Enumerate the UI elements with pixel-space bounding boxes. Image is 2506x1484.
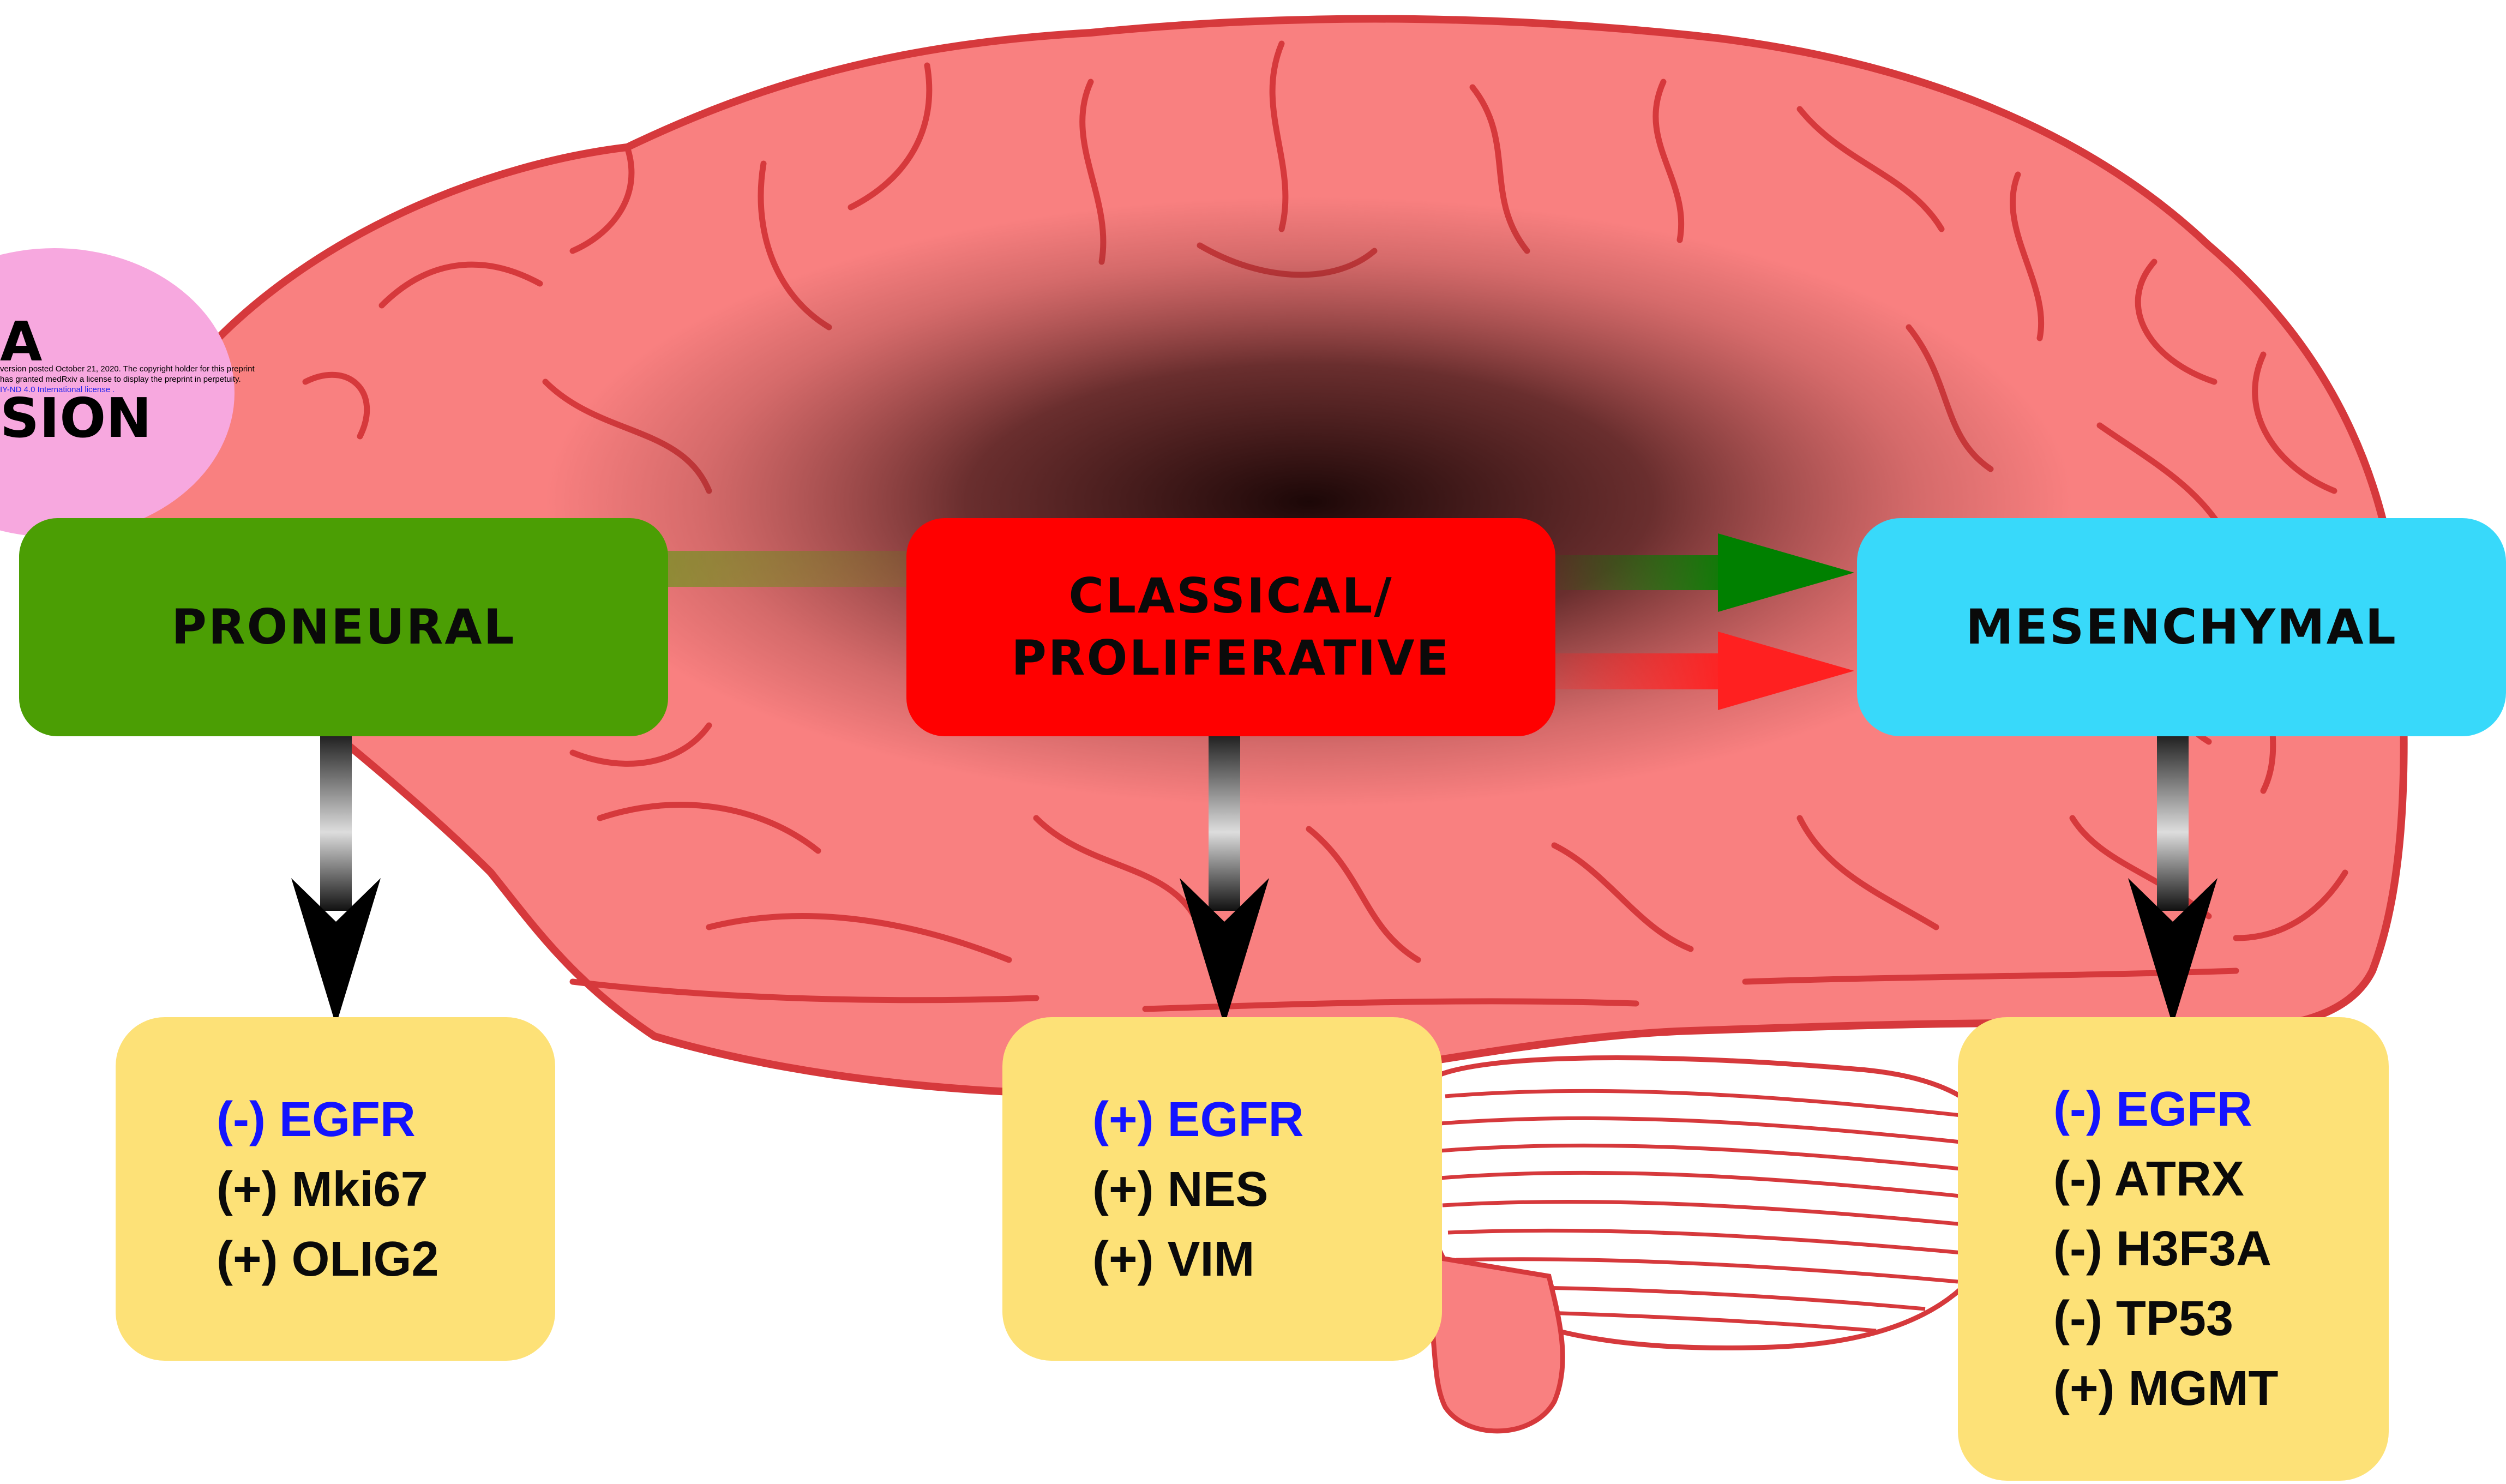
mesenchymal-box: MESENCHYMAL — [1857, 518, 2506, 736]
proneural-box: PRONEURAL — [19, 518, 668, 736]
marker-line: (+) EGFR — [1092, 1085, 1442, 1155]
oval-title-line2: SION — [0, 386, 152, 450]
marker-line: (+) OLIG2 — [217, 1224, 555, 1294]
mesenchymal-markers-box: (-) EGFR (-) ATRX (-) H3F3A (-) TP53 (+)… — [1958, 1017, 2389, 1481]
marker-line: (-) H3F3A — [2053, 1214, 2389, 1284]
oval-notice-line2: has granted medRxiv a license to display… — [0, 374, 241, 384]
classical-markers-box: (+) EGFR (+) NES (+) VIM — [1002, 1017, 1442, 1361]
proneural-label: PRONEURAL — [171, 596, 515, 658]
proneural-down-arrow — [291, 736, 381, 1025]
marker-line: (+) VIM — [1092, 1224, 1442, 1294]
oval-notice-line1: version posted October 21, 2020. The cop… — [0, 364, 255, 374]
marker-line: (+) MGMT — [2053, 1354, 2389, 1423]
mesenchymal-label: MESENCHYMAL — [1966, 596, 2397, 658]
proneural-to-classical-stripe — [665, 551, 922, 587]
classical-box: CLASSICAL/ PROLIFERATIVE — [906, 518, 1555, 736]
marker-line: (-) EGFR — [217, 1085, 555, 1155]
marker-line: (-) TP53 — [2053, 1284, 2389, 1354]
classical-label-line2: PROLIFERATIVE — [1011, 627, 1450, 689]
marker-line: (-) ATRX — [2053, 1144, 2389, 1214]
marker-line: (+) Mki67 — [217, 1155, 555, 1224]
classical-label-line1: CLASSICAL/ — [1068, 565, 1393, 627]
proneural-markers-box: (-) EGFR (+) Mki67 (+) OLIG2 — [116, 1017, 555, 1361]
marker-line: (-) EGFR — [2053, 1074, 2389, 1144]
marker-line: (+) NES — [1092, 1155, 1442, 1224]
